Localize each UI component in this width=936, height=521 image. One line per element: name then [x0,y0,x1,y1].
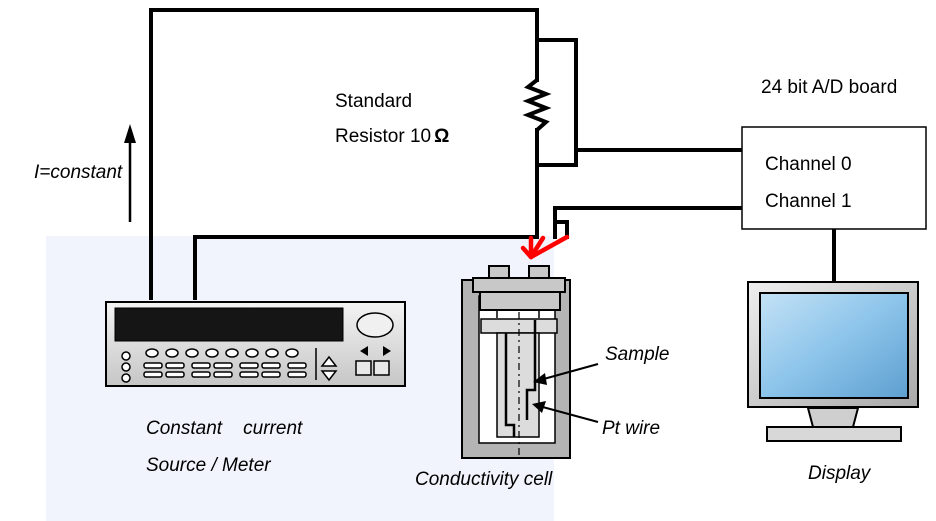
source-meter-icon [105,301,406,387]
circuit-wires [149,8,836,300]
channel0-label: Channel 0 [765,154,852,175]
channel1-label: Channel 1 [765,191,852,212]
current-label: I=constant [34,162,123,183]
probe-icon [520,234,570,260]
wire-probe-loop [553,220,569,239]
ad-board-box [741,126,927,230]
standard-resistor-value: Resistor 10 [335,126,432,147]
source-meter-label-line1: Constant current [146,418,303,439]
sample-electrode [525,320,537,420]
standard-resistor-label-line1: Standard [335,91,413,112]
source-meter-label-line2: Source / Meter [146,455,271,476]
wire-top-loop [149,8,539,300]
sample-label: Sample [605,344,670,365]
pt-wire-label: Pt wire [602,418,661,439]
ad-board-label: 24 bit A/D board [761,77,898,98]
wire-channel1 [553,206,742,239]
conductivity-cell-label: Conductivity cell [415,469,553,490]
ohm-symbol: Ω [434,126,450,147]
display-label: Display [808,463,871,484]
arrow-up-icon [124,124,136,222]
pt-wire [504,333,516,437]
monitor-icon [747,281,919,442]
resistor-icon [522,78,552,132]
conductivity-cell-icon [461,265,571,459]
instrument-buttons [143,348,307,378]
wire-source-return [193,235,539,300]
wire-resistor-bypass [535,38,578,167]
annotation-arrows [532,363,599,423]
